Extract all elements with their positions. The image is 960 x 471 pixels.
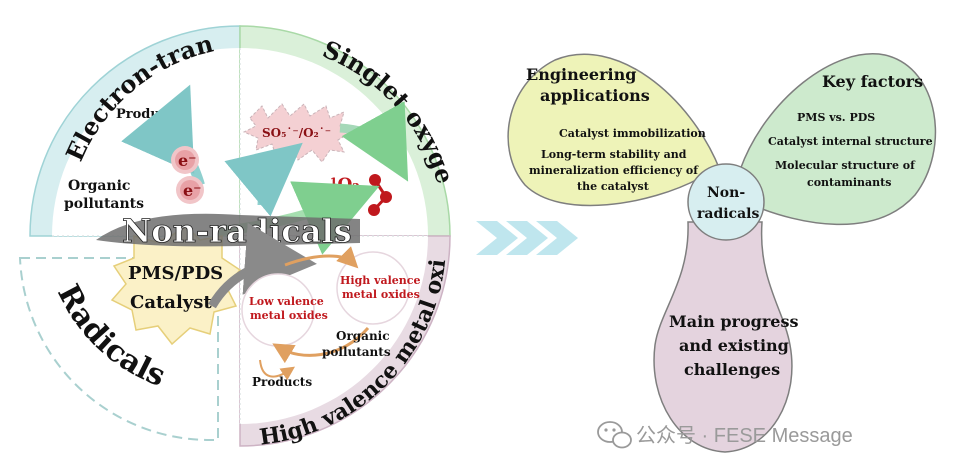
center-label: Non- radicals xyxy=(697,185,759,222)
watermark-text: 公众号 · FESE Message xyxy=(636,424,853,447)
svg-text:SO₅˙⁻/O₂˙⁻: SO₅˙⁻/O₂˙⁻ xyxy=(262,126,331,140)
catalyst-label: PMS/PDS Catalyst xyxy=(128,263,229,313)
et-organic-pollutants: Organic pollutants xyxy=(64,178,144,212)
petal-engineering xyxy=(507,53,721,207)
so5-burst-icon: SO₅˙⁻/O₂˙⁻ xyxy=(242,103,354,163)
low-valence-label: Low valence metal oxides xyxy=(249,295,328,322)
so-arrow-to-singlet xyxy=(339,101,409,182)
et-products-arrow xyxy=(121,84,205,187)
electron-icon-top: e⁻ xyxy=(171,146,199,174)
petal-key-factors xyxy=(739,53,937,226)
svg-text:e⁻: e⁻ xyxy=(178,151,197,170)
catalyst-cycle-arrow xyxy=(208,222,317,309)
hv-products-label: Products xyxy=(252,375,312,389)
petal-progress xyxy=(653,221,793,453)
so-arrow-up xyxy=(224,142,303,217)
low-to-high-arrow xyxy=(284,246,359,269)
singlet-oxygen-label: ¹O₂ xyxy=(330,175,360,195)
key-factors-title: Key factors xyxy=(822,72,923,91)
quadrant-radicals xyxy=(18,257,219,442)
high-to-low-arrow xyxy=(272,327,370,364)
wechat-icon xyxy=(597,421,632,449)
hv-organic-pollutants: Organic pollutants xyxy=(322,329,394,359)
progress-title: Main progress and existing challenges xyxy=(669,312,804,379)
hv-products-arrow xyxy=(259,359,295,381)
engineering-items: Catalyst immobilization Long-term stabil… xyxy=(529,127,710,193)
chevron-arrows-icon xyxy=(476,221,578,255)
high-valence-circle xyxy=(336,251,410,325)
nonradicals-title: Non-radicals xyxy=(122,212,352,250)
center-circle xyxy=(687,163,765,241)
key-factors-items: PMS vs. PDS Catalyst internal structure … xyxy=(768,111,936,189)
engineering-title: Engineering applications xyxy=(526,65,650,105)
electron-icon-bottom: e⁻ xyxy=(176,176,204,204)
high-valence-label: High valence metal oxides xyxy=(340,274,424,301)
catalyst-star xyxy=(110,225,242,346)
svg-text:e⁻: e⁻ xyxy=(183,181,202,200)
